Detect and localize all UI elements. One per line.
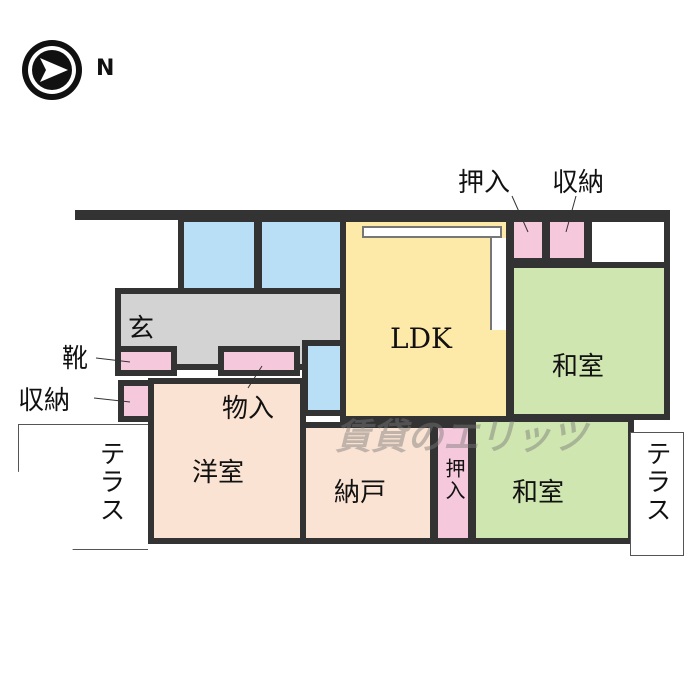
label-storage-top: 収納 — [552, 168, 605, 198]
washitsu-lower-room — [470, 416, 634, 544]
label-youshitsu: 洋室 — [192, 458, 245, 488]
washitsu-upper-room — [508, 262, 670, 420]
label-shoe-storage: 靴 — [62, 344, 89, 374]
label-storage-left: 収納 — [18, 386, 71, 416]
label-terrace-right: テラス — [641, 440, 671, 524]
label-oshiire-lower: 押入 — [442, 458, 466, 502]
label-entrance: 玄 — [128, 314, 155, 344]
toilet — [302, 340, 346, 416]
washroom — [256, 216, 346, 298]
label-nando: 納戸 — [334, 478, 387, 508]
bath — [178, 216, 260, 294]
terrace-right-area — [630, 432, 684, 556]
label-washitsu-upper: 和室 — [552, 352, 605, 382]
kitchen-counter — [362, 226, 502, 238]
label-oshiire-top: 押入 — [458, 168, 511, 198]
north-arrow-icon — [22, 40, 82, 100]
oshiire-top-closet — [508, 216, 548, 264]
shoe-storage — [115, 346, 177, 376]
outer-wall-top — [75, 210, 670, 220]
kitchen-area — [490, 238, 506, 330]
label-washitsu-lower: 和室 — [512, 478, 565, 508]
watermark: 賃貸のエリッツ — [335, 417, 588, 458]
label-terrace-left: テラス — [95, 440, 125, 524]
label-ldk: LDK — [390, 322, 452, 355]
youshitsu-room — [148, 378, 306, 544]
label-monoire: 物入 — [222, 394, 275, 424]
monoire-closet — [218, 346, 300, 376]
north-label: N — [96, 56, 115, 81]
ldk-room — [340, 216, 512, 422]
storage-top-closet — [544, 216, 590, 264]
